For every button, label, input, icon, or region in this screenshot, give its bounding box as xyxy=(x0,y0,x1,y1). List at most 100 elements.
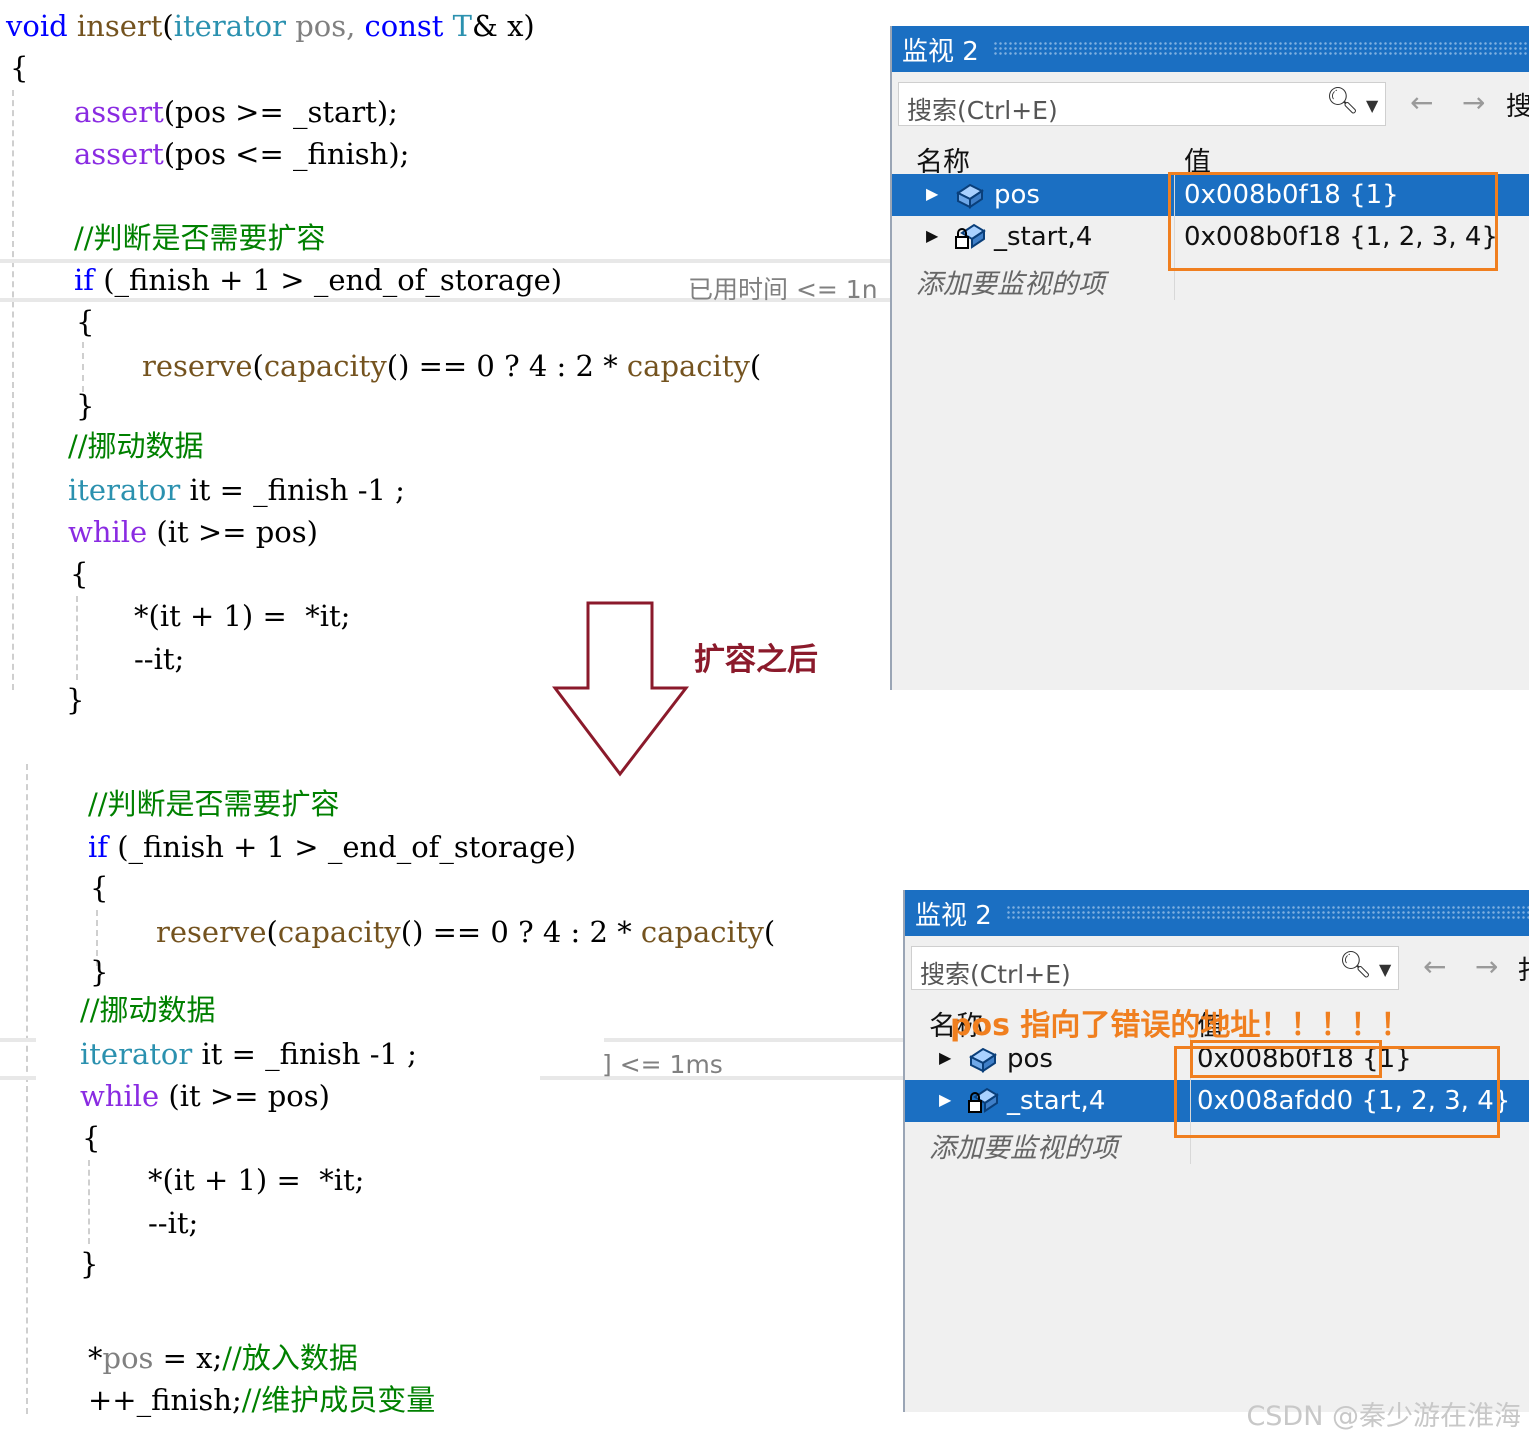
add-watch-item[interactable]: 添加要监视的项 xyxy=(929,1133,1118,1164)
watch-titlebar[interactable]: 监视 2 xyxy=(892,26,1529,72)
loop-brace-open: { xyxy=(70,557,89,591)
arrow-right-icon[interactable]: → xyxy=(1475,950,1499,983)
watch-value[interactable]: 0x008b0f18 {1} xyxy=(1184,180,1399,210)
comment-expand: //判断是否需要扩容 xyxy=(88,787,340,821)
store-line: *pos = x;//放入数据 xyxy=(88,1341,358,1375)
column-value-header[interactable]: 值 xyxy=(1197,1011,1224,1042)
column-name-header[interactable]: 名称 xyxy=(929,1011,983,1042)
indent-guide xyxy=(12,90,14,690)
watch-value[interactable]: 0x008b0f18 {1, 2, 3, 4} xyxy=(1184,222,1498,252)
if-line: if (_finish + 1 > _end_of_storage) xyxy=(74,263,563,297)
loop-brace-close: } xyxy=(80,1247,99,1281)
loop-brace-close: } xyxy=(66,683,85,717)
column-header: 名称 值 xyxy=(892,132,1529,178)
chevron-down-icon[interactable]: ▼ xyxy=(1379,960,1392,979)
indent-guide xyxy=(88,1160,90,1244)
private-member-icon xyxy=(968,1087,999,1113)
expand-triangle-icon[interactable]: ▶ xyxy=(926,226,939,245)
watch-row-start[interactable]: ▶ _start,4 0x008afdd0 {1, 2, 3, 4} xyxy=(905,1080,1529,1122)
search-input[interactable]: 搜索(Ctrl+E) xyxy=(911,946,1399,990)
column-header: 名称 值 xyxy=(905,996,1529,1042)
arrow-left-icon[interactable]: ← xyxy=(1423,950,1447,983)
search-depth-label[interactable]: 搜 xyxy=(1506,86,1529,123)
decrement-line: --it; xyxy=(148,1206,199,1240)
watch-name: _start,4 xyxy=(994,222,1093,252)
down-arrow-icon xyxy=(552,601,690,777)
current-line-top-border xyxy=(604,1038,904,1042)
highlight-box xyxy=(1174,1046,1500,1138)
if-line: if (_finish + 1 > _end_of_storage) xyxy=(88,830,577,864)
iterator-line: iterator it = _finish -1 ; xyxy=(68,473,405,507)
while-line: while (it >= pos) xyxy=(68,515,318,549)
inner-brace-close: } xyxy=(90,955,109,989)
comment-expand: //判断是否需要扩容 xyxy=(74,221,326,255)
insert-signature: void insert(iterator pos, const T& x) xyxy=(6,9,535,43)
reserve-line: reserve(capacity() == 0 ? 4 : 2 * capaci… xyxy=(156,915,776,949)
arrow-left-icon[interactable]: ← xyxy=(1410,86,1434,119)
indent-guide xyxy=(96,910,98,966)
watch-title: 监视 2 xyxy=(915,900,992,931)
column-divider[interactable] xyxy=(1190,1038,1191,1164)
indent-guide xyxy=(76,596,78,680)
watch-window-bottom[interactable]: 监视 2 搜索(Ctrl+E) 🔍︎ ▼ ← → 扌 名称 值 ▶ pos 0x… xyxy=(903,890,1529,1412)
current-line-bottom-border xyxy=(540,1076,904,1080)
expand-triangle-icon[interactable]: ▶ xyxy=(926,184,939,203)
watch-value[interactable]: 0x008b0f18 {1} xyxy=(1197,1044,1412,1074)
add-watch-item[interactable]: 添加要监视的项 xyxy=(916,269,1105,300)
watch-row-pos[interactable]: ▶ pos 0x008b0f18 {1} xyxy=(892,174,1529,216)
expand-triangle-icon[interactable]: ▶ xyxy=(939,1090,952,1109)
inner-brace-open: { xyxy=(90,871,109,905)
watch-row-start[interactable]: ▶ _start,4 0x008b0f18 {1, 2, 3, 4} xyxy=(892,216,1529,258)
current-line-top-border xyxy=(0,259,890,263)
watch-name: _start,4 xyxy=(1007,1086,1106,1116)
loop-brace-open: { xyxy=(82,1121,101,1155)
watch-name: pos xyxy=(1007,1044,1053,1074)
indent-guide xyxy=(26,764,28,1414)
iterator-line: iterator it = _finish -1 ; xyxy=(80,1037,417,1071)
comment-move: //挪动数据 xyxy=(68,429,204,463)
column-name-header[interactable]: 名称 xyxy=(916,147,970,178)
variable-icon xyxy=(956,183,984,209)
assert-line-1: assert(pos >= _start); xyxy=(74,95,398,129)
assign-line: *(it + 1) = *it; xyxy=(148,1163,365,1197)
assign-line: *(it + 1) = *it; xyxy=(134,599,351,633)
assert-line-2: assert(pos <= _finish); xyxy=(74,137,410,171)
while-line: while (it >= pos) xyxy=(80,1079,330,1113)
watch-titlebar[interactable]: 监视 2 xyxy=(905,890,1529,936)
arrow-label: 扩容之后 xyxy=(694,642,818,678)
decrement-line: --it; xyxy=(134,642,185,676)
search-input[interactable]: 搜索(Ctrl+E) xyxy=(898,82,1386,126)
increment-line: ++_finish;//维护成员变量 xyxy=(88,1383,436,1417)
search-icon[interactable]: 🔍︎ xyxy=(1339,950,1373,980)
indent-guide xyxy=(82,342,84,392)
watermark: CSDN @秦少游在淮海 xyxy=(1246,1401,1521,1432)
drag-grip[interactable] xyxy=(1005,905,1529,921)
search-icon[interactable]: 🔍︎ xyxy=(1326,86,1360,116)
expand-triangle-icon[interactable]: ▶ xyxy=(939,1048,952,1067)
inner-brace-open: { xyxy=(76,305,95,339)
wrong-address-annotation: pos 指向了错误的地址！！！！！ xyxy=(950,1008,1411,1043)
private-member-icon xyxy=(955,223,986,249)
variable-icon xyxy=(969,1047,997,1073)
chevron-down-icon[interactable]: ▼ xyxy=(1366,96,1379,115)
watch-row-pos[interactable]: ▶ pos 0x008b0f18 {1} xyxy=(905,1038,1529,1080)
brace-open: { xyxy=(10,51,29,85)
highlight-box xyxy=(1168,172,1498,271)
comment-move: //挪动数据 xyxy=(80,993,216,1027)
watch-window-top[interactable]: 监视 2 搜索(Ctrl+E) 🔍︎ ▼ ← → 搜 名称 值 ▶ pos 0x… xyxy=(890,26,1529,690)
watch-value[interactable]: 0x008afdd0 {1, 2, 3, 4} xyxy=(1197,1086,1511,1116)
current-line-bottom-border xyxy=(0,1076,36,1080)
column-divider[interactable] xyxy=(1174,174,1175,300)
drag-grip[interactable] xyxy=(992,41,1529,57)
inner-brace-close: } xyxy=(76,389,95,423)
arrow-right-icon[interactable]: → xyxy=(1462,86,1486,119)
watch-title: 监视 2 xyxy=(902,36,979,67)
watch-name: pos xyxy=(994,180,1040,210)
search-depth-label[interactable]: 扌 xyxy=(1517,950,1529,987)
elapsed-time-hint: 已用时间 <= 1n xyxy=(688,275,878,304)
current-line-top-border xyxy=(0,1038,36,1042)
current-line-bottom-border xyxy=(0,298,890,302)
elapsed-time-hint: ] <= 1ms xyxy=(602,1050,723,1079)
reserve-line: reserve(capacity() == 0 ? 4 : 2 * capaci… xyxy=(142,349,762,383)
highlight-box-small xyxy=(1190,1040,1382,1078)
